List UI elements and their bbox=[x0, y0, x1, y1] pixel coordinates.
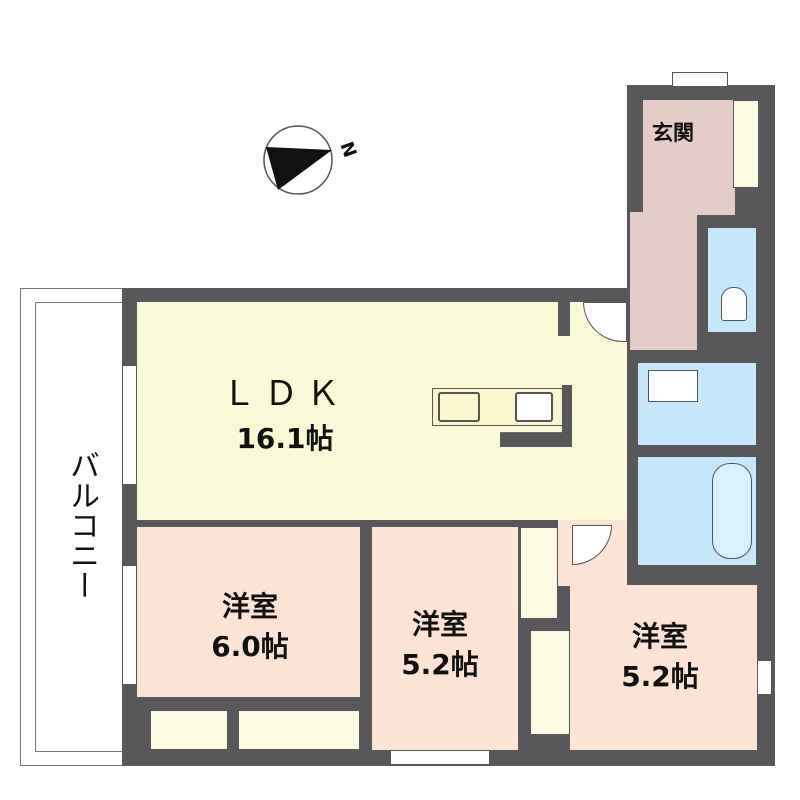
bedroom-1-size: 6.0帖 bbox=[211, 630, 289, 663]
bedroom-3-size: 5.2帖 bbox=[621, 660, 699, 693]
ldk-label: ＬＤＫ bbox=[222, 374, 348, 414]
closet-1 bbox=[150, 710, 360, 750]
entrance-label: 玄関 bbox=[652, 121, 694, 145]
closet-divider bbox=[227, 705, 239, 753]
hallway bbox=[630, 212, 697, 350]
ldk-size: 16.1帖 bbox=[236, 422, 334, 455]
bedroom-1 bbox=[137, 527, 360, 697]
partition-wall bbox=[558, 300, 570, 336]
bedroom-2-size: 5.2帖 bbox=[401, 648, 479, 681]
window bbox=[390, 750, 490, 765]
stove-icon bbox=[515, 392, 553, 422]
bedroom-1-label: 洋室 bbox=[221, 590, 278, 623]
compass-icon bbox=[263, 125, 333, 195]
shoe-closet bbox=[733, 100, 759, 188]
bedroom-2 bbox=[372, 527, 518, 750]
bathtub-icon bbox=[712, 463, 752, 559]
sink-icon bbox=[438, 392, 480, 422]
balcony-label: バルコニー bbox=[64, 450, 99, 600]
window bbox=[122, 365, 137, 485]
bedroom-2-label: 洋室 bbox=[411, 608, 468, 641]
window bbox=[122, 565, 137, 685]
balcony-rail bbox=[35, 302, 123, 752]
bedroom-3 bbox=[570, 585, 757, 750]
washbasin-icon bbox=[648, 370, 698, 402]
balcony bbox=[20, 288, 125, 766]
front-door[interactable] bbox=[672, 72, 728, 87]
toilet-icon bbox=[721, 287, 747, 321]
entrance bbox=[643, 100, 735, 215]
window bbox=[757, 660, 772, 695]
closet-3 bbox=[530, 630, 570, 735]
closet-2 bbox=[520, 527, 558, 619]
bedroom-3-label: 洋室 bbox=[631, 620, 688, 653]
